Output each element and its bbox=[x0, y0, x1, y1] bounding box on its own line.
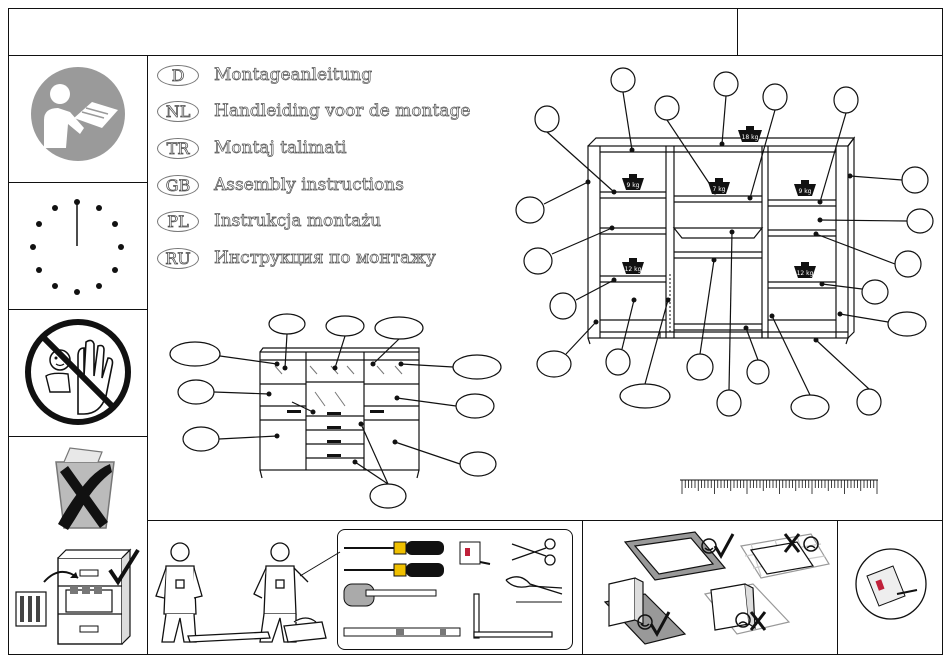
language-label: Instrukcja montażu bbox=[214, 211, 381, 231]
pliers-icon bbox=[506, 577, 562, 594]
read-manual-icon bbox=[30, 62, 126, 166]
small-cabinet-diagram bbox=[165, 312, 500, 512]
screwdriver-icon bbox=[344, 541, 444, 555]
ruler-scale bbox=[680, 474, 880, 494]
weight-top: 18 kg bbox=[738, 126, 762, 142]
svg-text:9 kg: 9 kg bbox=[626, 182, 639, 189]
language-row-ru: RU Инструкция по монтажу bbox=[157, 245, 436, 271]
square-icon bbox=[474, 594, 552, 638]
language-code-badge: TR bbox=[157, 138, 199, 159]
header-code-box bbox=[737, 8, 943, 56]
no-disposal-icon bbox=[50, 448, 122, 532]
language-code-badge: NL bbox=[157, 101, 199, 122]
screwdriver-icon bbox=[344, 563, 444, 577]
language-label: Assembly instructions bbox=[214, 175, 404, 195]
spirit-level-icon bbox=[344, 628, 460, 636]
sad-face-icon bbox=[804, 537, 818, 551]
tape-measure-icon bbox=[460, 542, 490, 564]
keep-manual-icon bbox=[14, 540, 140, 646]
svg-text:18 kg: 18 kg bbox=[742, 134, 759, 141]
language-row-gb: GB Assembly instructions bbox=[157, 172, 404, 198]
weight-lower-left: 12 kg bbox=[622, 258, 644, 274]
large-cabinet-diagram: 18 kg 9 kg 7 kg 9 kg 12 kg 12 kg bbox=[510, 64, 940, 424]
tools-illustration bbox=[340, 532, 570, 648]
weight-upper-left: 9 kg bbox=[622, 174, 644, 190]
no-children-icon bbox=[22, 316, 134, 428]
language-row-d: D Montageanleitung bbox=[157, 62, 372, 88]
language-label: Handleiding voor de montage bbox=[214, 101, 470, 121]
svg-text:12 kg: 12 kg bbox=[797, 270, 814, 277]
clock-icon bbox=[26, 196, 128, 298]
language-label: Montaj talimati bbox=[214, 138, 347, 158]
tape-measure-badge bbox=[853, 546, 929, 622]
weight-upper-mid: 7 kg bbox=[708, 178, 730, 194]
language-code-badge: GB bbox=[157, 175, 199, 196]
weight-upper-right: 9 kg bbox=[794, 180, 816, 196]
weight-lower-right: 12 kg bbox=[794, 262, 816, 278]
language-row-nl: NL Handleiding voor de montage bbox=[157, 98, 470, 124]
svg-text:7 kg: 7 kg bbox=[712, 186, 725, 193]
language-row-pl: PL Instrukcja montażu bbox=[157, 208, 381, 234]
surface-guidance-illustration bbox=[585, 524, 835, 654]
language-label: Montageanleitung bbox=[214, 65, 372, 85]
svg-text:9 kg: 9 kg bbox=[798, 188, 811, 195]
language-code-badge: RU bbox=[157, 248, 199, 269]
svg-text:12 kg: 12 kg bbox=[625, 266, 642, 273]
hammer-icon bbox=[344, 584, 436, 606]
two-workers-illustration bbox=[150, 538, 340, 652]
check-icon bbox=[715, 534, 733, 556]
scissors-icon bbox=[512, 539, 555, 565]
language-code-badge: PL bbox=[157, 211, 199, 232]
language-label: Инструкция по монтажу bbox=[214, 248, 436, 268]
language-code-badge: D bbox=[157, 65, 199, 86]
language-row-tr: TR Montaj talimati bbox=[157, 135, 347, 161]
